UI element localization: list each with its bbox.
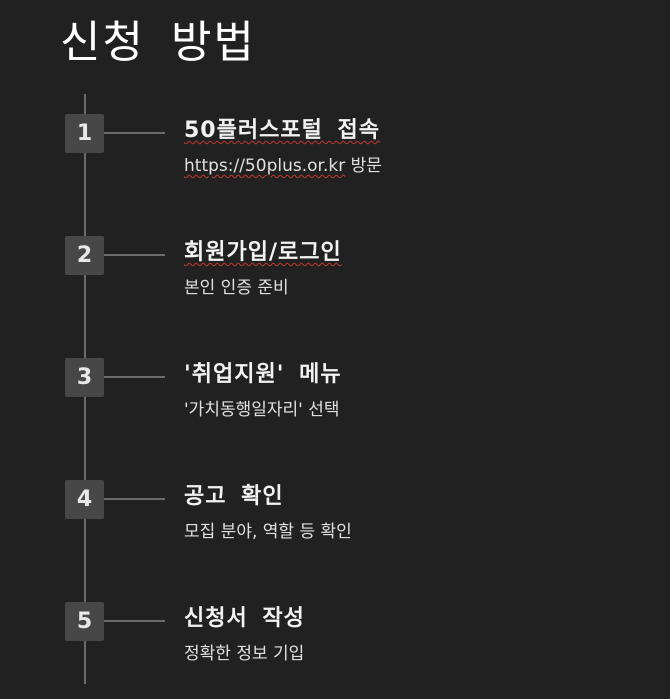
step-number-badge: 1 [65, 114, 104, 153]
step-1: 1 50플러스포털 접속 https://50plus.or.kr 방문 [0, 112, 670, 212]
step-title: 회원가입/로그인 [184, 234, 342, 266]
step-title-text: 50플러스포털 접속 [184, 118, 380, 143]
portal-url: https://50plus.or.kr [184, 156, 346, 176]
step-number-badge: 2 [65, 236, 104, 275]
step-description: 본인 인증 준비 [184, 278, 289, 298]
step-description: '가치동행일자리' 선택 [184, 400, 340, 420]
step-number-badge: 5 [65, 602, 104, 641]
step-description: https://50plus.or.kr 방문 [184, 151, 382, 176]
step-description: 모집 분야, 역할 등 확인 [184, 522, 352, 542]
step-description-suffix: 방문 [345, 156, 382, 176]
step-connector [104, 132, 165, 134]
step-number-badge: 4 [65, 480, 104, 519]
step-connector [104, 498, 165, 500]
step-title: '취업지원' 메뉴 [184, 362, 342, 387]
step-connector [104, 620, 165, 622]
step-connector [104, 376, 165, 378]
step-2: 2 회원가입/로그인 본인 인증 준비 [0, 234, 670, 334]
step-title: 50플러스포털 접속 [184, 112, 380, 144]
step-title-text: 회원가입/로그인 [184, 240, 342, 265]
step-description: 정확한 정보 기입 [184, 644, 305, 664]
step-3: 3 '취업지원' 메뉴 '가치동행일자리' 선택 [0, 356, 670, 456]
step-title: 공고 확인 [184, 484, 284, 509]
step-title: 신청서 작성 [184, 606, 305, 631]
page-title: 신청 방법 [60, 17, 256, 68]
step-number-badge: 3 [65, 358, 104, 397]
step-5: 5 신청서 작성 정확한 정보 기입 [0, 600, 670, 699]
step-connector [104, 254, 165, 256]
step-4: 4 공고 확인 모집 분야, 역할 등 확인 [0, 478, 670, 578]
